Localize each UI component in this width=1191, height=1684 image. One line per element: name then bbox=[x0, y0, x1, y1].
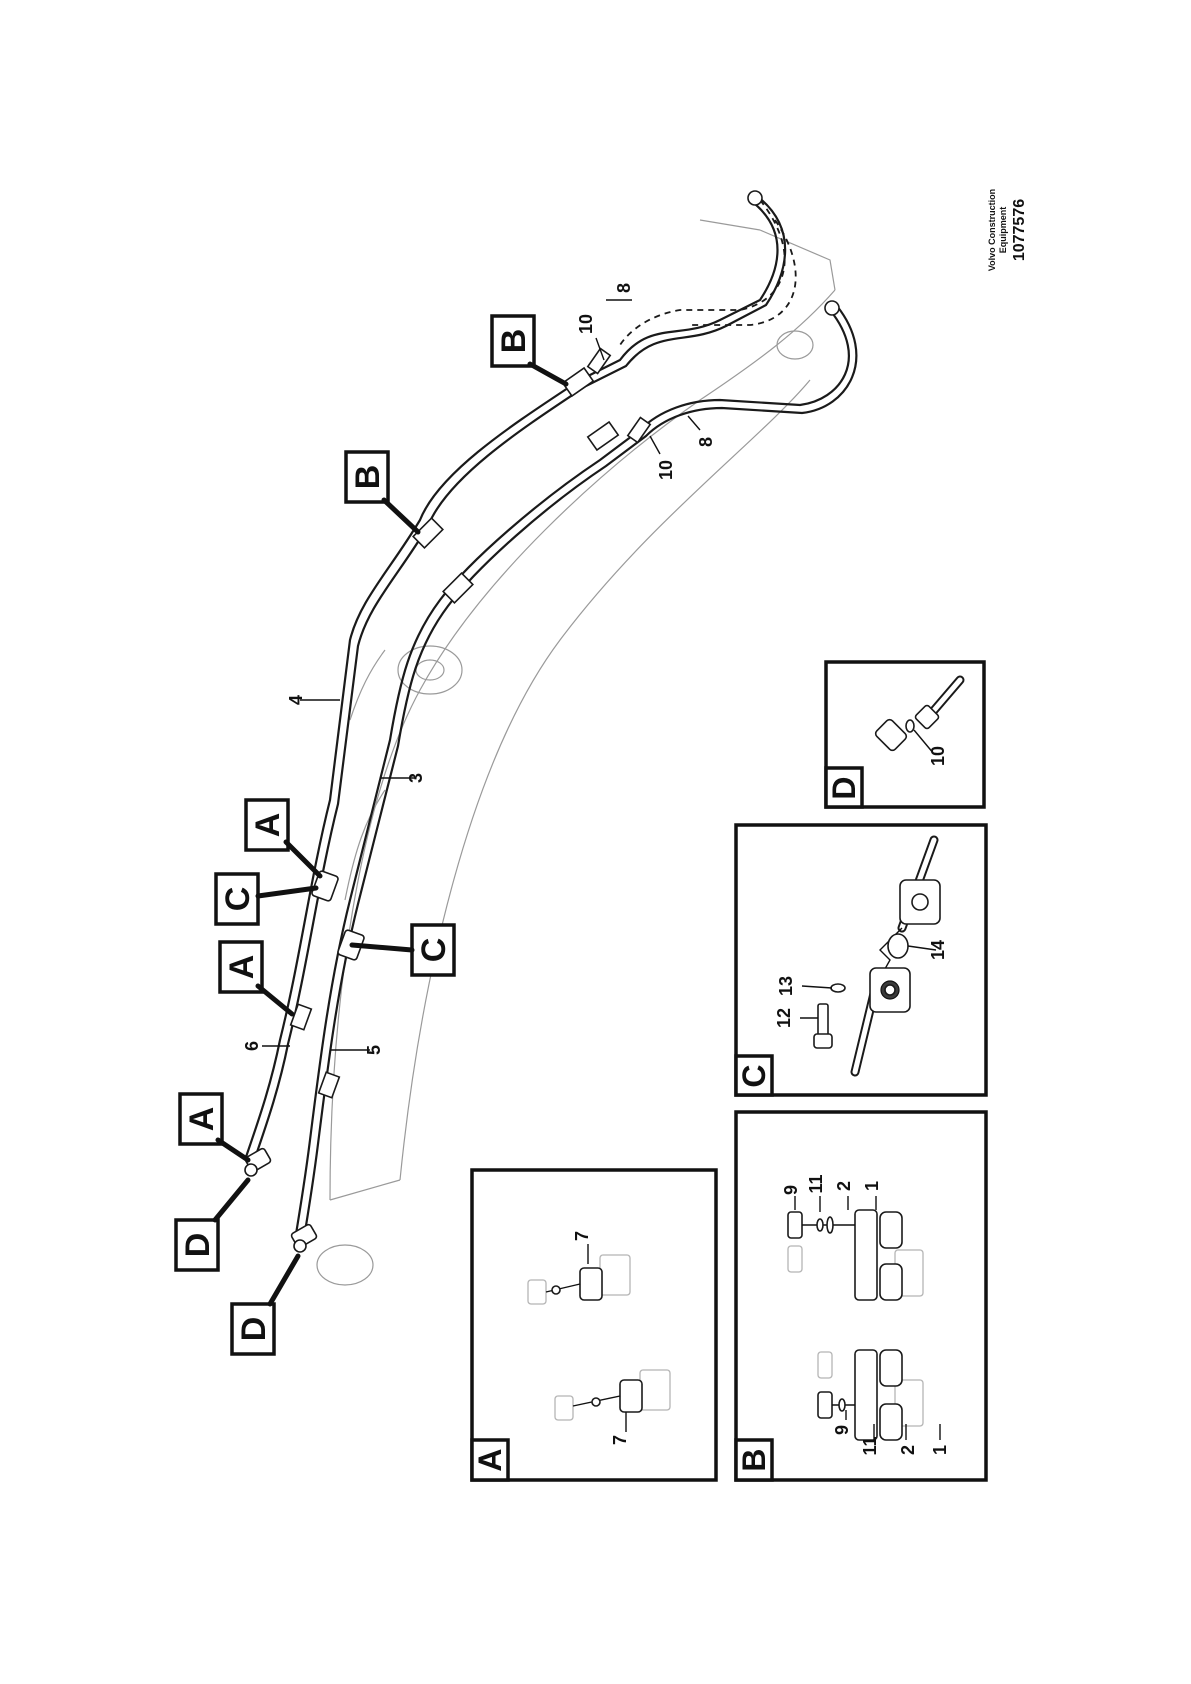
svg-text:A: A bbox=[223, 955, 261, 980]
brand-line-2: Equipment bbox=[998, 207, 1008, 254]
detail-b-panel: B 9 11 2 1 9 11 2 1 bbox=[734, 1110, 988, 1482]
callout-d-upper: D bbox=[174, 1177, 251, 1272]
svg-text:B: B bbox=[349, 465, 387, 490]
svg-text:2: 2 bbox=[898, 1445, 918, 1455]
svg-text:B: B bbox=[736, 1448, 772, 1471]
svg-text:3: 3 bbox=[406, 773, 426, 783]
svg-text:6: 6 bbox=[242, 1041, 262, 1051]
svg-text:C: C bbox=[219, 887, 257, 912]
svg-text:1: 1 bbox=[862, 1181, 882, 1191]
svg-text:C: C bbox=[415, 938, 453, 963]
detail-d-panel: D 10 bbox=[824, 660, 986, 809]
svg-text:13: 13 bbox=[776, 976, 796, 996]
callout-a-1: A bbox=[178, 1092, 251, 1163]
svg-text:14: 14 bbox=[928, 940, 948, 960]
callout-b-1: B bbox=[344, 450, 421, 535]
callout-c-2: C bbox=[349, 923, 456, 977]
svg-text:10: 10 bbox=[656, 460, 676, 480]
svg-text:11: 11 bbox=[860, 1436, 880, 1455]
svg-text:10: 10 bbox=[928, 746, 948, 766]
svg-text:4: 4 bbox=[286, 695, 306, 705]
hose-8-dashed bbox=[619, 199, 786, 346]
detail-c-panel: C 12 13 14 bbox=[734, 823, 988, 1097]
pipe-clamps bbox=[244, 347, 652, 1249]
svg-text:7: 7 bbox=[610, 1435, 630, 1445]
callout-b-2: B bbox=[490, 314, 569, 387]
brand-line-1: Volvo Construction bbox=[987, 189, 997, 271]
callout-c-1: C bbox=[214, 872, 319, 926]
main-part-labels: 4 3 6 5 8 10 8 10 bbox=[242, 283, 716, 1055]
svg-text:A: A bbox=[472, 1448, 508, 1471]
svg-text:5: 5 bbox=[364, 1045, 384, 1055]
svg-text:A: A bbox=[249, 813, 287, 838]
svg-text:C: C bbox=[736, 1064, 772, 1087]
svg-text:D: D bbox=[235, 1317, 273, 1342]
svg-text:B: B bbox=[495, 329, 533, 354]
callout-a-2: A bbox=[218, 940, 295, 1017]
svg-text:A: A bbox=[183, 1107, 221, 1132]
pipe-end-fittings bbox=[244, 190, 840, 1253]
svg-text:D: D bbox=[179, 1233, 217, 1258]
svg-text:D: D bbox=[826, 776, 862, 799]
figure-brand-block: Volvo Construction Equipment 1077576 bbox=[987, 189, 1028, 271]
svg-text:8: 8 bbox=[696, 437, 716, 447]
svg-text:9: 9 bbox=[832, 1425, 852, 1435]
callout-a-3: A bbox=[244, 798, 323, 879]
detail-a-panel: A 7 7 bbox=[470, 1168, 718, 1482]
figure-number: 1077576 bbox=[1011, 199, 1028, 261]
svg-text:2: 2 bbox=[834, 1181, 854, 1191]
svg-text:12: 12 bbox=[774, 1008, 794, 1028]
svg-text:8: 8 bbox=[614, 283, 634, 293]
svg-text:10: 10 bbox=[576, 314, 596, 334]
callout-d-lower: D bbox=[230, 1253, 301, 1356]
svg-text:9: 9 bbox=[781, 1185, 801, 1195]
svg-text:11: 11 bbox=[806, 1174, 826, 1193]
pipe-3-lower bbox=[293, 305, 858, 1245]
svg-text:1: 1 bbox=[930, 1445, 950, 1455]
svg-text:7: 7 bbox=[572, 1231, 592, 1241]
